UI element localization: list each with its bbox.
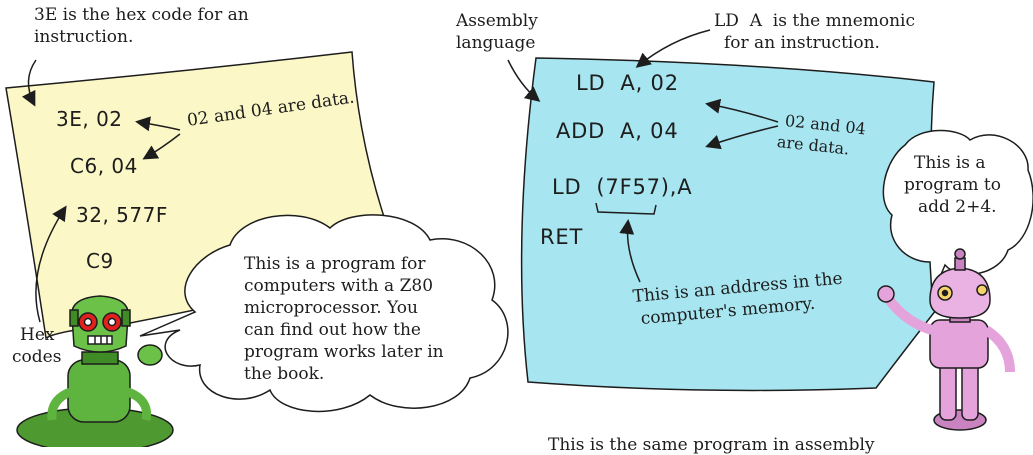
left-bubble-line1: This is a program for bbox=[244, 254, 426, 274]
green-robot bbox=[16, 295, 174, 447]
hex-label-line1: Hex bbox=[20, 325, 55, 345]
hex-code-line2: C6, 04 bbox=[70, 154, 138, 178]
hex-top-note-line2: instruction. bbox=[34, 27, 134, 47]
right-bubble-line3: add 2+4. bbox=[918, 197, 997, 217]
address-bracket bbox=[595, 202, 657, 215]
asm-paper-sheet bbox=[520, 57, 945, 392]
arrow-instruction-to-3e bbox=[21, 59, 37, 107]
hex-label-line2: codes bbox=[12, 347, 62, 367]
arrow-address bbox=[619, 219, 641, 283]
asm-line3: LD (7F57),A bbox=[552, 175, 693, 199]
asm-label-line1: Assembly bbox=[456, 11, 538, 31]
left-bubble-line5: program works later in bbox=[244, 342, 444, 362]
right-bubble-line1: This is a bbox=[914, 153, 986, 173]
arrow-assembly-label bbox=[507, 59, 541, 102]
arrow-asm-data-04 bbox=[705, 125, 779, 150]
right-speech-bubble bbox=[882, 129, 1033, 297]
arrow-data-to-04 bbox=[142, 133, 181, 160]
asm-line4: RET bbox=[540, 225, 584, 249]
arrow-mnemonic bbox=[635, 29, 711, 68]
right-bubble-line2: program to bbox=[904, 175, 1001, 195]
left-bubble-line2: computers with a Z80 bbox=[244, 276, 434, 296]
left-bubble-line4: can find out how the bbox=[244, 320, 421, 340]
asm-line1: LD A, 02 bbox=[576, 71, 679, 95]
hex-code-line4: C9 bbox=[86, 249, 114, 273]
asm-line2: ADD A, 04 bbox=[556, 119, 679, 143]
hex-code-line3: 32, 577F bbox=[76, 203, 168, 227]
left-bubble-line6: the book. bbox=[244, 364, 325, 384]
hex-code-line1: 3E, 02 bbox=[56, 107, 123, 131]
left-speech-bubble bbox=[139, 214, 509, 413]
bottom-cut-text: This is the same program in assembly bbox=[548, 435, 875, 455]
mnemonic-note-line2: for an instruction. bbox=[724, 33, 880, 53]
arrow-hex-codes bbox=[35, 205, 67, 323]
arrow-asm-data-02 bbox=[705, 98, 779, 123]
hex-top-note-line1: 3E is the hex code for an bbox=[34, 5, 249, 25]
arrow-data-to-02 bbox=[135, 116, 181, 132]
mnemonic-note-line1: LD A is the mnemonic bbox=[714, 11, 916, 31]
asm-label-line2: language bbox=[456, 33, 536, 53]
pink-robot bbox=[877, 248, 1015, 431]
left-bubble-line3: microprocessor. You bbox=[244, 298, 418, 318]
